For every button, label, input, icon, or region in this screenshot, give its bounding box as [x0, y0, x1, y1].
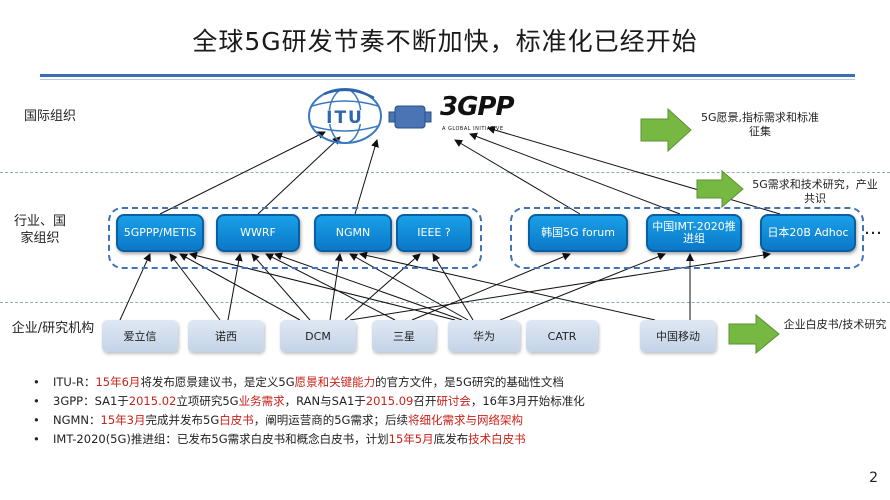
arrow-wwrf-itu	[257, 136, 341, 215]
enterprise-box-dcm: DCM	[280, 320, 356, 352]
arrow-dcm-wwrf	[251, 253, 311, 321]
arrow-samsung-korea	[411, 253, 571, 321]
3gpp-logo: 3GPP A GLOBAL INITIATIVE	[440, 92, 532, 140]
note-industry: 5G需求和技术研究，产业共识	[752, 178, 878, 205]
arrow-nsn-wwrf	[227, 253, 243, 321]
highlight-text: 将细化需求与网络架构	[407, 413, 523, 427]
page-title: 全球5G研发节奏不断加快，标准化已经开始	[192, 27, 698, 56]
itu-logo-text: ITU	[326, 108, 364, 128]
enterprise-box-samsung: 三星	[372, 320, 436, 352]
enterprise-box-cmcc: 中国移动	[640, 320, 716, 352]
arrow-dcm-metis	[179, 253, 301, 321]
bullet-ngmn-text: NGMN：15年3月完成并发布5G白皮书，阐明运营商的5G需求；后续将细化需求与…	[53, 413, 523, 427]
bullet-marker: •	[33, 432, 40, 446]
green-arrow-industry-icon	[696, 170, 744, 208]
more-ellipsis: …	[864, 218, 882, 239]
title-rule	[40, 74, 855, 77]
bullet-itu: • ITU-R：15年6月将发布愿景建议书，是定义5G愿景和关键能力的官方文件，是…	[33, 374, 564, 390]
green-arrow-enterprise-icon	[728, 314, 780, 354]
industry-group-right	[510, 207, 864, 269]
highlight-text: 业务需求	[238, 394, 285, 408]
highlight-text: 愿景和关键能力	[294, 375, 376, 389]
level-label-enterprise: 企业/研究机构	[11, 321, 95, 336]
enterprise-box-huawei: 华为	[448, 320, 520, 352]
3gpp-logo-tagline: A GLOBAL INITIATIVE	[442, 126, 504, 132]
arrow-huawei-imt	[499, 252, 666, 321]
bullet-text-segment: 3GPP：SA1于	[53, 394, 129, 408]
arrow-ericsson-metis	[119, 253, 151, 321]
level-label-industry: 行业、国家组织	[13, 214, 66, 246]
green-arrow-intl-icon	[640, 108, 692, 152]
bullet-text-segment: ，RAN与SA1于	[284, 394, 366, 408]
industry-box-japan: 日本20B Adhoc	[760, 214, 856, 252]
arrow-huawei-ngmn	[349, 253, 469, 321]
industry-box-wwrf: WWRF	[216, 214, 300, 252]
itu-logo: ITU	[304, 86, 386, 146]
bullet-text-segment: ，阐明运营商的5G需求；后续	[253, 413, 408, 427]
enterprise-box-nsn: 诺西	[188, 320, 264, 352]
enterprise-box-ericsson: 爱立信	[102, 320, 178, 352]
page-number: 2	[869, 470, 878, 486]
bullet-text-segment: ITU-R：	[53, 375, 96, 389]
highlight-text: 15年3月	[100, 413, 146, 427]
highlight-text: 研讨会	[436, 394, 471, 408]
bullet-text-segment: IMT-2020(5G)推进组：已发布5G需求白皮书和概念白皮书，计划	[53, 432, 389, 446]
bullet-marker: •	[33, 375, 40, 389]
bullet-ngmn: • NGMN：15年3月完成并发布5G白皮书，阐明运营商的5G需求；后续将细化需求…	[33, 412, 523, 428]
bullet-marker: •	[33, 413, 40, 427]
note-enterprise: 企业白皮书/技术研究	[783, 318, 887, 331]
industry-box-imt2020: 中国IMT-2020推进组	[646, 214, 742, 252]
level-label-intl: 国际组织	[23, 109, 76, 124]
highlight-text: 15年6月	[95, 375, 141, 389]
level-separator-1	[0, 172, 890, 173]
arrow-cmcc-ngmn	[359, 251, 656, 321]
industry-box-ieee: IEEE ?	[396, 214, 472, 252]
bullet-text-segment: 将发布愿景建议书，是定义5G	[140, 375, 295, 389]
itu-3gpp-link-icon	[388, 104, 432, 130]
arrow-metis-itu	[159, 131, 326, 215]
3gpp-logo-text: 3GPP	[440, 92, 515, 122]
bullet-3gpp: • 3GPP：SA1于2015.02立项研究5G业务需求，RAN与SA1于2015…	[33, 393, 585, 409]
arrow-korea-3gpp	[454, 139, 581, 215]
bullet-text-segment: 的官方文件，是5G研究的基础性文档	[375, 375, 564, 389]
itu-globe-icon	[308, 88, 382, 144]
arrow-dcm-ngmn	[329, 253, 343, 321]
highlight-text: 2015.09	[365, 394, 414, 408]
bullet-imt2020: • IMT-2020(5G)推进组：已发布5G需求白皮书和概念白皮书，计划15年5…	[33, 431, 526, 447]
bullet-imt2020-text: IMT-2020(5G)推进组：已发布5G需求白皮书和概念白皮书，计划15年5月…	[53, 432, 526, 446]
bullet-3gpp-text: 3GPP：SA1于2015.02立项研究5G业务需求，RAN与SA1于2015.…	[53, 394, 585, 408]
arrow-imt-3gpp	[469, 132, 681, 215]
arrow-japan-3gpp	[487, 126, 781, 215]
highlight-text: 技术白皮书	[468, 432, 526, 446]
arrow-huawei-wwrf	[274, 252, 463, 321]
arrow-ngmn-itu	[354, 139, 379, 215]
bullet-text-segment: 完成并发布5G	[145, 413, 220, 427]
enterprise-box-catr: CATR	[526, 320, 598, 352]
arrow-samsung-wwrf	[265, 253, 396, 321]
bullet-text-segment: 召开	[413, 394, 437, 408]
bullet-text-segment: 底发布	[433, 432, 469, 446]
arrow-nsn-metis	[169, 253, 221, 321]
level-separator-2	[0, 302, 890, 303]
arrow-huawei-metis	[189, 251, 456, 321]
bullet-itu-text: ITU-R：15年6月将发布愿景建议书，是定义5G愿景和关键能力的官方文件，是5…	[53, 375, 564, 389]
bullet-text-segment: ，16年3月开始标准化	[470, 394, 585, 408]
highlight-text: 白皮书	[219, 413, 254, 427]
industry-box-metis: 5GPPP/METIS	[116, 214, 204, 252]
note-intl: 5G愿景,指标需求和标准征集	[700, 111, 820, 138]
arrow-huawei-ieee	[432, 253, 474, 321]
bullet-marker: •	[33, 394, 40, 408]
industry-box-korea: 韩国5G forum	[528, 214, 628, 252]
highlight-text: 15年5月	[388, 432, 434, 446]
bullet-text-segment: 立项研究5G	[176, 394, 239, 408]
industry-group-left	[108, 207, 482, 269]
highlight-text: 2015.02	[128, 394, 177, 408]
title-rule-thin	[40, 79, 855, 80]
bullet-text-segment: NGMN：	[53, 413, 101, 427]
arrow-dcm-japan	[349, 251, 771, 321]
industry-box-ngmn: NGMN	[314, 214, 392, 252]
